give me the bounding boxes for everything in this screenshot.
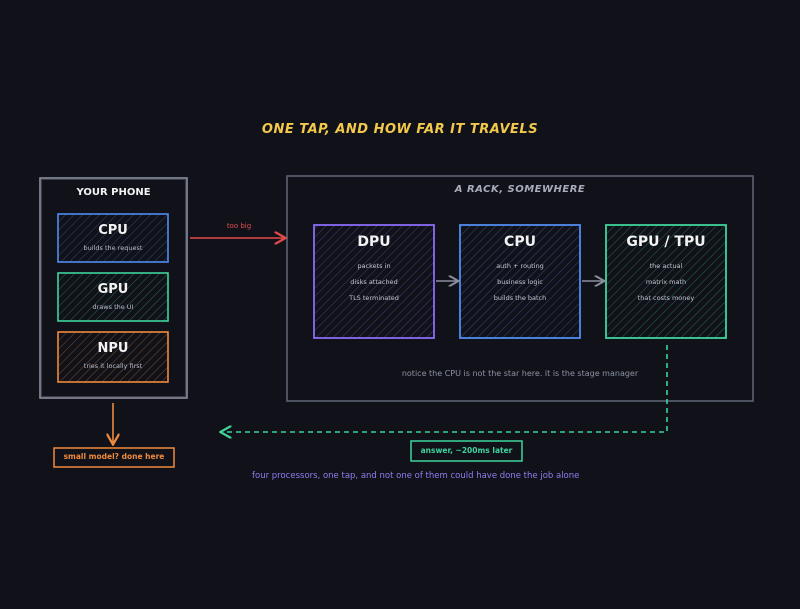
gpu-line-1: the actual	[649, 262, 683, 270]
local-box	[53, 447, 175, 468]
rack-cpu-label: CPU	[504, 234, 536, 250]
dpu-line-1: packets in	[357, 262, 391, 270]
gpu-line-2: matrix math	[645, 278, 687, 286]
phone-cpu-label: CPU	[98, 223, 128, 238]
phone-gpu-label: GPU	[97, 282, 129, 297]
dpu-line-3: TLS terminated	[349, 294, 399, 302]
phone-gpu-chip	[57, 272, 169, 322]
rack-cpu-line-2: business logic	[497, 278, 543, 286]
dpu-label: DPU	[357, 234, 391, 250]
phone-npu-chip	[57, 331, 169, 383]
gpu-line-3: that costs money	[637, 294, 695, 302]
rack-cpu-line-1: auth + routing	[496, 262, 544, 270]
local-box-label: small model? done here	[63, 452, 165, 461]
answer-box	[410, 440, 523, 462]
answer-return-arrow	[222, 345, 668, 432]
rack-cpu-node	[459, 224, 581, 339]
phone-npu-sub: tries it locally first	[83, 362, 143, 370]
diagram-title: ONE TAP, AND HOW FAR IT TRAVELS	[261, 122, 539, 137]
dpu-line-2: disks attached	[350, 278, 398, 286]
rack-note: notice the CPU is not the star here. it …	[401, 369, 639, 378]
phone-title: YOUR PHONE	[76, 187, 151, 198]
rack-cpu-line-3: builds the batch	[493, 294, 547, 302]
rack-dpu-node	[313, 224, 435, 339]
rack-gpu-node	[605, 224, 727, 339]
phone-gpu-sub: draws the UI	[92, 303, 134, 311]
phone-cpu-sub: builds the request	[83, 244, 143, 252]
answer-box-label: answer, ~200ms later	[420, 446, 513, 455]
gpu-tpu-label: GPU / TPU	[626, 234, 706, 250]
too-big-label: too big	[226, 222, 252, 230]
phone-frame	[39, 177, 188, 399]
phone-npu-label: NPU	[97, 341, 129, 356]
phone-cpu-chip	[57, 213, 169, 263]
phone-frame-sketch	[41, 179, 186, 397]
rack-frame	[286, 175, 754, 402]
rack-title: A RACK, SOMEWHERE	[454, 184, 586, 195]
footer-caption: four processors, one tap, and not one of…	[252, 471, 580, 481]
